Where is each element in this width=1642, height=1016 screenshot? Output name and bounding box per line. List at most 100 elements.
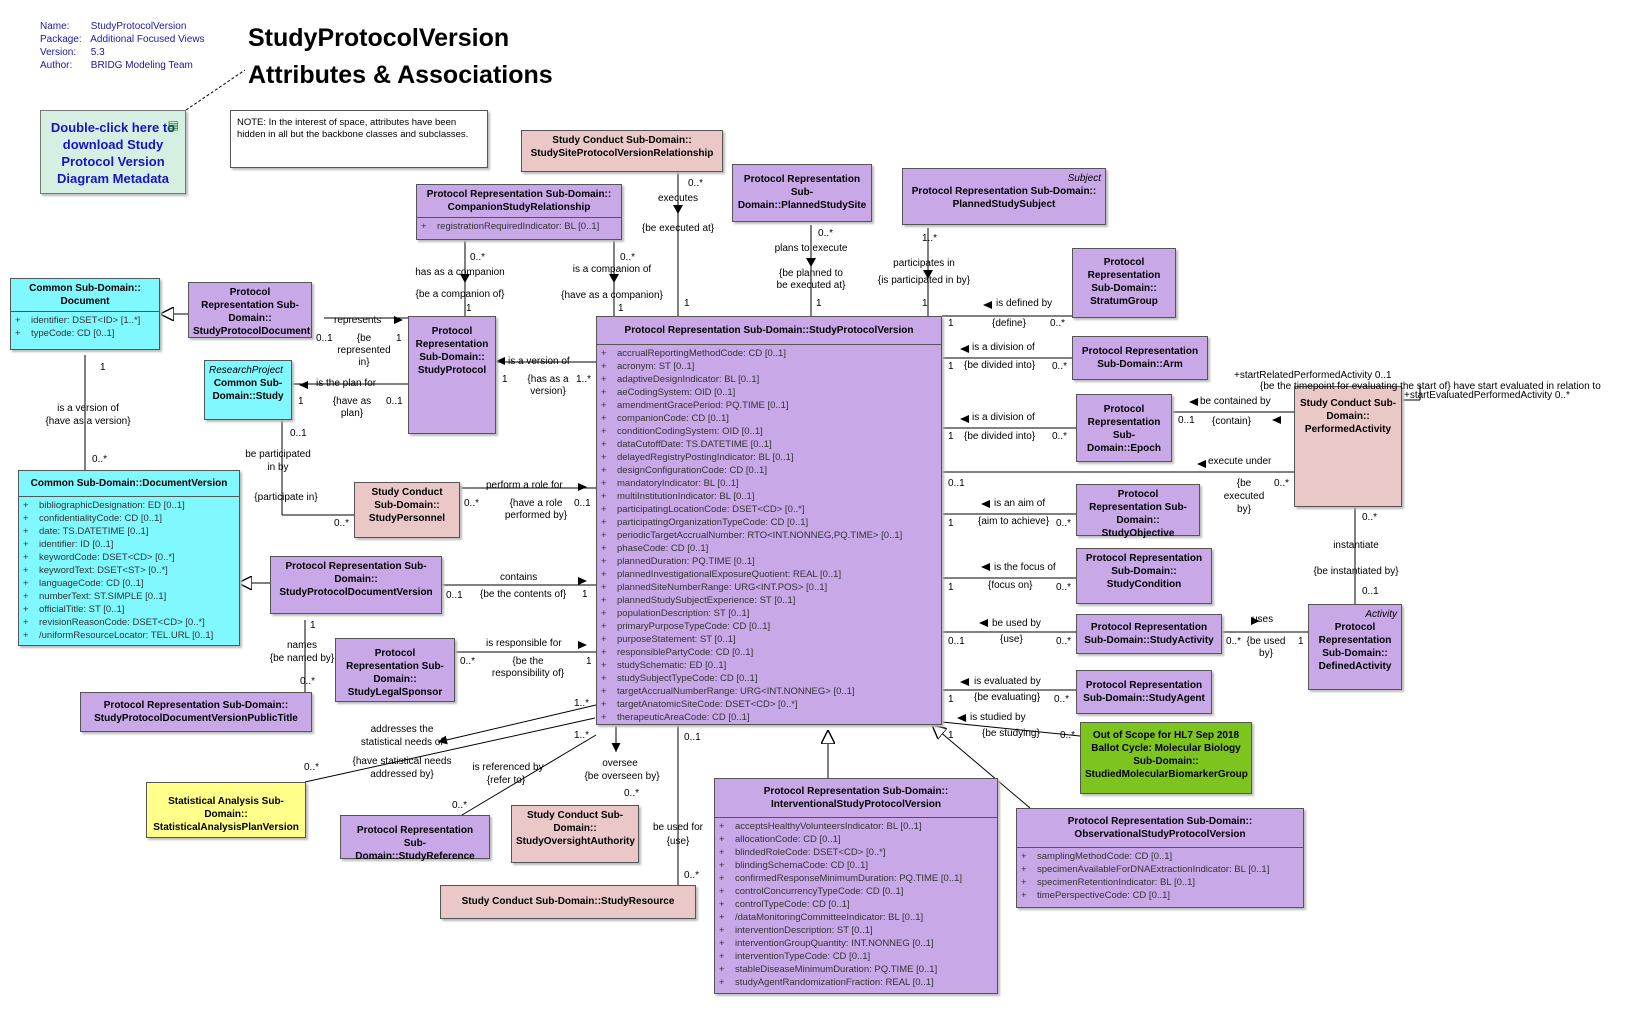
role-label: +startRelatedPerformedActivity 0..1	[1234, 370, 1392, 381]
role-label: {be	[1236, 478, 1252, 489]
class-arm[interactable]: Protocol Representation Sub-Domain::Arm	[1072, 336, 1208, 380]
class-attribute: +confidentialityCode: CD [0..1]	[23, 513, 163, 524]
class-study-personnel[interactable]: Study Conduct Sub-Domain:: StudyPersonne…	[354, 482, 460, 538]
multiplicity: 0..*	[92, 454, 108, 465]
multiplicity: 0..*	[1056, 518, 1072, 529]
multiplicity: 0..*	[464, 498, 480, 509]
multiplicity: 1..*	[922, 233, 938, 244]
class-attribute: +languageCode: CD [0..1]	[23, 578, 144, 589]
class-attribute: +conditionCodingSystem: OID [0..1]	[601, 426, 763, 437]
multiplicity: 0..*	[300, 676, 316, 687]
role-label: by}	[1259, 648, 1273, 659]
class-interventional-study-protocol-version[interactable]: Protocol Representation Sub-Domain:: Int…	[714, 778, 998, 994]
class-attribute: +mandatoryIndicator: BL [0..1]	[601, 478, 739, 489]
multiplicity: 1	[100, 362, 106, 373]
download-metadata-button[interactable]: ▤ Double-click here to download Study Pr…	[40, 110, 186, 194]
multiplicity: 0..*	[1050, 318, 1066, 329]
class-study-protocol-document-version-public-title[interactable]: Protocol Representation Sub-Domain:: Stu…	[80, 692, 312, 732]
multiplicity: 1	[684, 298, 690, 309]
class-attribute: +plannedDuration: PQ.TIME [0..1]	[601, 556, 755, 567]
class-epoch[interactable]: Protocol Representation Sub-Domain::Epoc…	[1076, 394, 1172, 462]
role-label: {be studying}	[982, 728, 1040, 739]
class-attribute: +identifier: DSET<ID> [1..*]	[15, 315, 141, 326]
class-study-site-protocol-version-relationship[interactable]: Study Conduct Sub-Domain:: StudySiteProt…	[521, 130, 723, 172]
role-label: is responsible for	[486, 638, 562, 649]
role-label: {be divided into}	[964, 431, 1036, 442]
class-study-condition[interactable]: Protocol Representation Sub-Domain:: Stu…	[1076, 548, 1212, 604]
role-label: has as a companion	[415, 267, 505, 278]
class-attribute: +primaryPurposeTypeCode: CD [0..1]	[601, 621, 771, 632]
multiplicity: 1	[582, 589, 588, 600]
class-studied-molecular-biomarker-group[interactable]: Out of Scope for HL7 Sep 2018 Ballot Cyc…	[1080, 722, 1252, 794]
class-study-activity[interactable]: Protocol Representation Sub-Domain::Stud…	[1076, 614, 1222, 654]
class-study-agent[interactable]: Protocol Representation Sub-Domain::Stud…	[1076, 670, 1212, 714]
stereotype-research-project: ResearchProject	[209, 365, 283, 376]
role-label: {refer to}	[486, 775, 526, 786]
class-attribute: +specimenRetentionIndicator: BL [0..1]	[1021, 877, 1196, 888]
meta-version: Version: 5.3	[40, 47, 105, 58]
class-study-resource[interactable]: Study Conduct Sub-Domain::StudyResource	[440, 885, 696, 919]
class-attribute: +controlConcurrencyTypeCode: CD [0..1]	[719, 886, 904, 897]
class-statistical-analysis-plan-version[interactable]: Statistical Analysis Sub-Domain:: Statis…	[146, 782, 306, 838]
class-observational-study-protocol-version[interactable]: Protocol Representation Sub-Domain:: Obs…	[1016, 808, 1304, 908]
class-study-protocol-version[interactable]: Protocol Representation Sub-Domain::Stud…	[596, 316, 942, 725]
class-attribute: +acronym: ST [0..1]	[601, 361, 695, 372]
class-attribute: +revisionReasonCode: DSET<CD> [0..*]	[23, 617, 205, 628]
class-study-legal-sponsor[interactable]: Protocol Representation Sub-Domain:: Stu…	[335, 638, 455, 702]
class-study-oversight-authority[interactable]: Study Conduct Sub-Domain:: StudyOversigh…	[511, 805, 639, 863]
class-study-objective[interactable]: Protocol Representation Sub-Domain:: Stu…	[1076, 484, 1200, 539]
role-label: {be instantiated by}	[1313, 566, 1399, 577]
class-stratum-group[interactable]: Protocol Representation Sub-Domain:: Str…	[1072, 248, 1176, 318]
class-attribute: +studySubjectTypeCode: CD [0..1]	[601, 673, 758, 684]
attribute-list: +bibliographicDesignation: ED [0..1]+con…	[19, 496, 239, 644]
multiplicity: 0..*	[460, 656, 476, 667]
class-document-version[interactable]: Common Sub-Domain::DocumentVersion +bibl…	[18, 470, 240, 646]
multiplicity: 1	[298, 396, 304, 407]
class-performed-activity[interactable]: Study Conduct Sub-Domain:: PerformedActi…	[1294, 386, 1402, 507]
multiplicity: 1	[816, 298, 822, 309]
role-label: oversee	[602, 758, 638, 769]
role-label: is referenced by	[472, 762, 544, 773]
class-attribute: +acceptsHealthyVolunteersIndicator: BL […	[719, 821, 922, 832]
multiplicity: 0..*	[1226, 636, 1242, 647]
meta-author: Author: BRIDG Modeling Team	[40, 60, 193, 71]
multiplicity: 1	[948, 582, 954, 593]
class-attribute: +therapeuticAreaCode: CD [0..1]	[601, 712, 750, 723]
class-attribute: +plannedStudySubjectExperience: ST [0..1…	[601, 595, 796, 606]
role-label: responsibility of}	[491, 668, 565, 679]
class-study-protocol-document[interactable]: Protocol Representation Sub-Domain:: Stu…	[188, 282, 312, 338]
multiplicity: 1	[618, 303, 624, 314]
class-planned-study-site[interactable]: Protocol Representation Sub-Domain::Plan…	[732, 164, 872, 222]
class-attribute: +interventionGroupQuantity: INT.NONNEG […	[719, 938, 934, 949]
multiplicity: 0..1	[446, 590, 463, 601]
class-attribute: +blindingSchemaCode: CD [0..1]	[719, 860, 869, 871]
diagram-metadata: Name: StudyProtocolVersion Package: Addi…	[40, 20, 205, 72]
role-label: plan}	[340, 408, 364, 419]
role-label: {use}	[666, 836, 690, 847]
class-companion-study-relationship[interactable]: Protocol Representation Sub-Domain:: Com…	[416, 184, 622, 240]
multiplicity: 1	[466, 303, 472, 314]
class-attribute: +blindedRoleCode: DSET<CD> [0..*]	[719, 847, 886, 858]
multiplicity: 0..*	[624, 788, 640, 799]
multiplicity: 1	[502, 374, 508, 385]
class-attribute: +designConfigurationCode: CD [0..1]	[601, 465, 767, 476]
role-label: be executed at}	[776, 280, 846, 291]
class-document[interactable]: Common Sub-Domain:: Document +identifier…	[10, 278, 160, 350]
stereotype-activity: Activity	[1365, 609, 1397, 620]
multiplicity: 0..1	[948, 478, 965, 489]
multiplicity: 1	[948, 361, 954, 372]
multiplicity: 0..*	[818, 228, 834, 239]
class-study-protocol-document-version[interactable]: Protocol Representation Sub-Domain:: Stu…	[270, 556, 442, 614]
multiplicity: 0..1	[290, 428, 307, 439]
class-study-protocol[interactable]: Protocol Representation Sub-Domain:: Stu…	[408, 316, 496, 434]
role-label: be participated	[245, 449, 311, 460]
class-study-reference[interactable]: Protocol Representation Sub-Domain::Stud…	[340, 815, 490, 862]
role-label: {be executed at}	[641, 223, 715, 234]
attribute-list: +registrationRequiredIndicator: BL [0..1…	[417, 217, 621, 235]
role-label: is the plan for	[316, 378, 377, 389]
role-label: +startEvaluatedPerformedActivity 0..*	[1404, 390, 1570, 401]
